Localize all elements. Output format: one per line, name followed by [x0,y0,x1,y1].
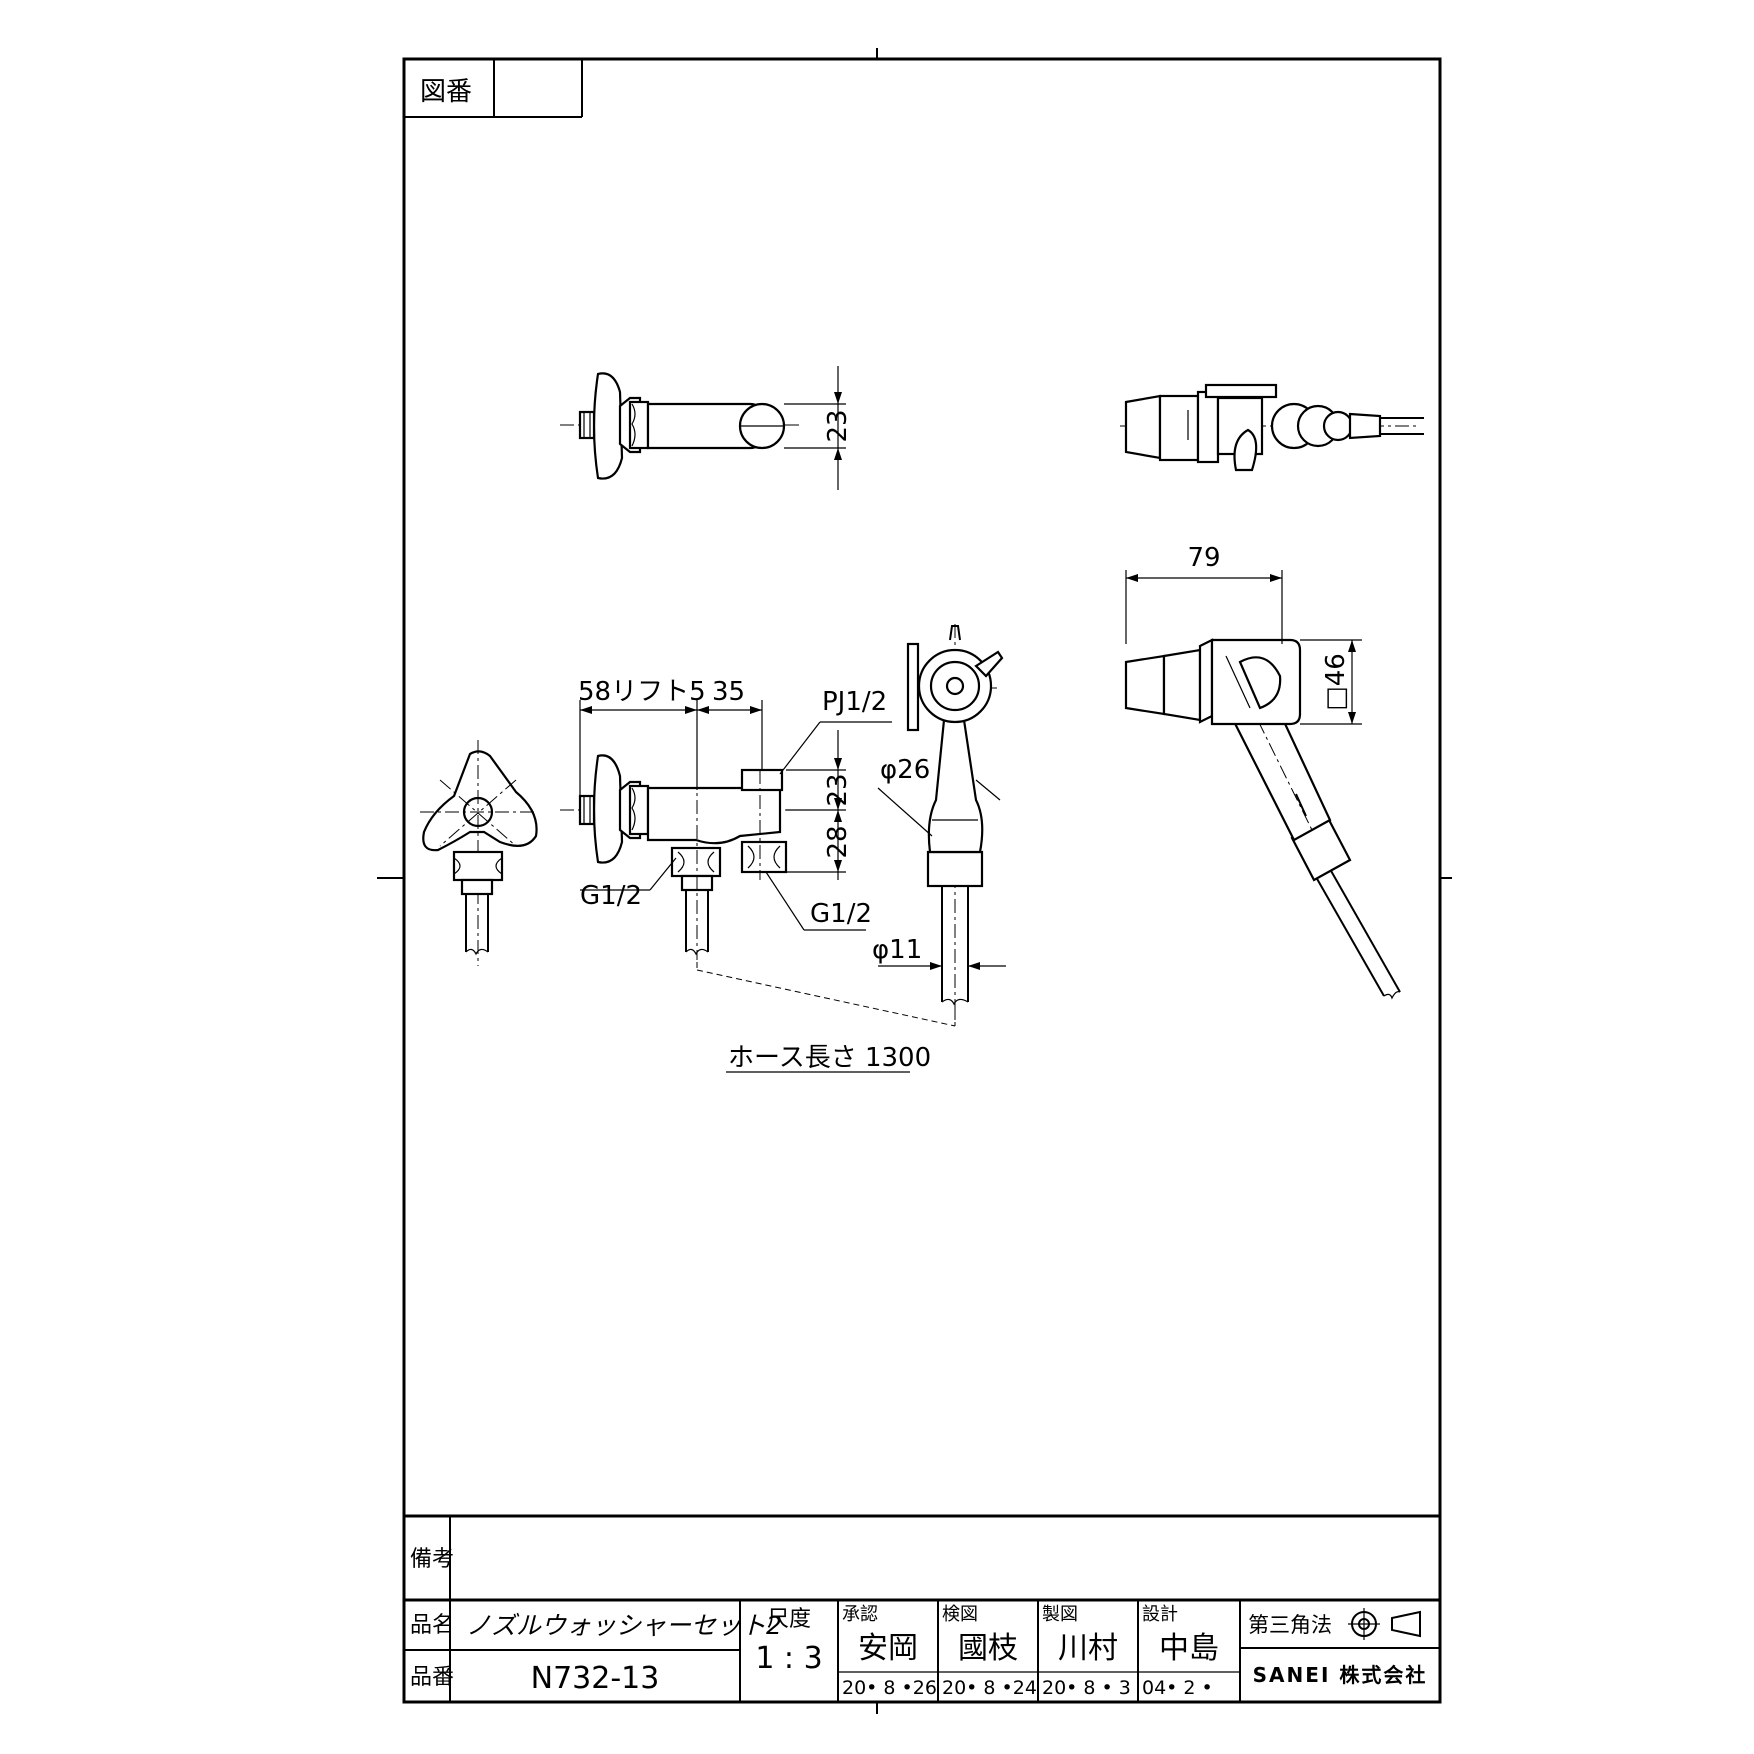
projection-label: 第三角法 [1248,1613,1332,1637]
drawn-label: 製図 [1042,1604,1078,1625]
approved-name: 安岡 [858,1631,918,1666]
dim-hose-dia-small: φ11 [872,935,922,965]
left-end-view [420,740,538,966]
dim-front-h2: 28 [823,825,853,858]
design-label: 設計 [1142,1604,1178,1625]
dim-front-h1: 23 [823,773,853,806]
scale-value: 1 : 3 [755,1641,822,1676]
dim-front-thread-top: PJ1/2 [822,687,887,717]
top-view: 23 [560,366,853,490]
nozzle-gun-view: φ26 φ11 [872,624,1006,1020]
checked-date: 20• 8 •24 [942,1677,1037,1699]
dim-hose-dia-large: φ26 [880,755,930,785]
dim-front-35: 35 [712,677,745,707]
hose-length-label: ホース長さ 1300 [728,1043,931,1073]
drawn-date: 20• 8 • 3 [1042,1677,1131,1699]
hose-length-annotation: ホース長さ 1300 [696,952,956,1073]
dim-side-square: □46 [1321,653,1351,711]
third-angle-projection-icon [1348,1608,1421,1640]
name-label: 品名 [410,1613,454,1638]
dim-front-thread-left: G1/2 [580,881,642,911]
dim-front-lift: 58リフト5 [578,677,706,707]
design-date: 04• 2 • [1142,1677,1213,1699]
front-view: 58リフト5 35 PJ1/2 23 28 G1/2 G1/2 [560,677,892,960]
company-name: SANEI 株式会社 [1253,1663,1428,1687]
drawn-name: 川村 [1058,1631,1118,1666]
approved-label: 承認 [842,1604,878,1625]
checked-name: 國枝 [958,1631,1018,1666]
side-view-lower: 79 □46 [1124,543,1401,1000]
dim-top-height: 23 [823,409,853,442]
title-block: 備考 品名 ノズルウォッシャーセット2 品番 N732-13 尺度 1 : 3 … [404,1514,1440,1702]
product-name: ノズルウォッシャーセット2 [466,1611,782,1640]
scale-label: 尺度 [767,1607,811,1632]
side-view-top [1120,383,1424,472]
product-code: N732-13 [531,1661,660,1696]
approved-date: 20• 8 •26 [842,1677,937,1699]
code-label: 品番 [410,1665,454,1690]
checked-label: 検図 [942,1604,978,1625]
drawing-frame [377,48,1452,1714]
design-name: 中島 [1159,1631,1219,1666]
dim-side-width: 79 [1187,543,1220,573]
drawing-number-box: 図番 [404,59,583,118]
dim-front-thread-right: G1/2 [810,899,872,929]
drawing-number-label: 図番 [420,77,472,107]
remarks-label: 備考 [410,1547,454,1572]
